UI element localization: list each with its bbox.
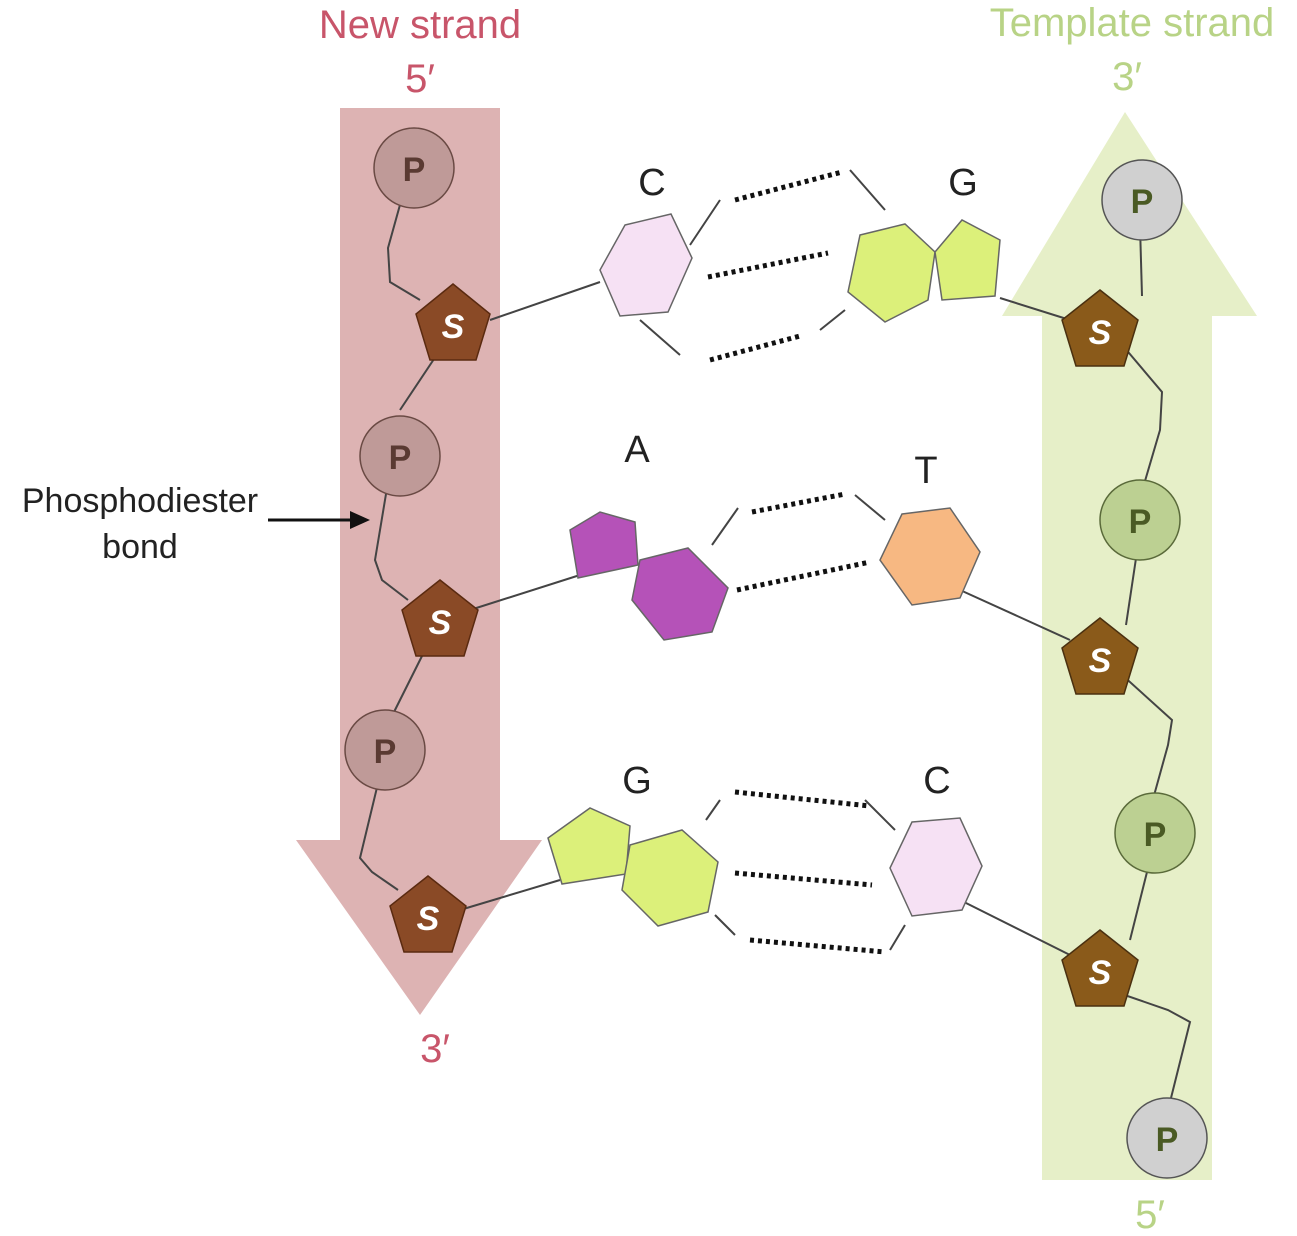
guanine-base-ring bbox=[547, 807, 631, 885]
template-sugar-3: S bbox=[1061, 929, 1139, 1007]
new-sugar-1: S bbox=[415, 283, 491, 361]
new-strand-backbone bbox=[358, 175, 441, 891]
hydrogen-bond bbox=[707, 250, 829, 280]
hydrogen-bonds bbox=[707, 169, 886, 955]
template-phosphate-2: P bbox=[1099, 479, 1181, 561]
template-phosphate-1: P bbox=[1101, 159, 1183, 241]
hydrogen-bond bbox=[736, 559, 871, 593]
phosphate-circle bbox=[373, 127, 455, 209]
pair1-left-base-label: C bbox=[638, 162, 665, 204]
new-strand-arrow bbox=[296, 108, 542, 1015]
phosphate-letter: P bbox=[1144, 816, 1167, 854]
sugar-letter: S bbox=[1089, 954, 1112, 992]
pair3-right-base-label: C bbox=[923, 760, 950, 802]
new-sugar-3: S bbox=[389, 875, 467, 953]
new-strand-title: New strand bbox=[319, 3, 521, 47]
phosphate-circle bbox=[344, 709, 426, 791]
glycosidic-bonds bbox=[459, 169, 1071, 956]
sugar-pentagon bbox=[1061, 929, 1139, 1007]
hydrogen-bond bbox=[709, 333, 801, 363]
phosphodiester-label-line2: bond bbox=[102, 528, 178, 566]
adenine-base bbox=[631, 547, 729, 641]
new-strand-5prime: 5′ bbox=[405, 57, 435, 101]
sugar-letter: S bbox=[417, 900, 440, 938]
guanine-base-ring bbox=[934, 219, 1001, 301]
phosphate-circle bbox=[1099, 479, 1181, 561]
sugar-pentagon bbox=[389, 875, 467, 953]
cytosine-base bbox=[599, 213, 693, 317]
guanine-base bbox=[847, 223, 936, 323]
sugar-letter: S bbox=[1089, 642, 1112, 680]
new-phosphate-3: P bbox=[344, 709, 426, 791]
sugar-pentagon bbox=[401, 579, 479, 657]
phosphate-letter: P bbox=[389, 439, 412, 477]
phosphate-circle bbox=[1101, 159, 1183, 241]
phosphate-letter: P bbox=[403, 151, 426, 189]
hydrogen-bond bbox=[749, 937, 886, 955]
adenine-base-ring bbox=[569, 511, 639, 579]
template-strand-3prime: 3′ bbox=[1112, 55, 1142, 99]
phosphate-letter: P bbox=[374, 733, 397, 771]
cytosine-base bbox=[889, 817, 983, 917]
pair2-right-base-label: T bbox=[914, 450, 937, 492]
phosphate-letter: P bbox=[1131, 183, 1154, 221]
template-phosphate-4: P bbox=[1126, 1097, 1208, 1179]
guanine-base bbox=[621, 829, 719, 927]
phosphate-circle bbox=[1126, 1097, 1208, 1179]
new-strand-3prime: 3′ bbox=[420, 1027, 450, 1071]
template-sugar-1: S bbox=[1061, 289, 1139, 367]
pair3-left-base-label: G bbox=[622, 760, 652, 802]
new-phosphate-1: P bbox=[373, 127, 455, 209]
phosphate-circle bbox=[359, 415, 441, 497]
new-phosphate-2: P bbox=[359, 415, 441, 497]
template-strand-title: Template strand bbox=[990, 1, 1275, 45]
phosphate-letter: P bbox=[1156, 1121, 1179, 1159]
template-strand-5prime: 5′ bbox=[1135, 1193, 1165, 1236]
hydrogen-bond bbox=[734, 870, 873, 888]
hydrogen-bond bbox=[734, 169, 843, 203]
template-phosphate-3: P bbox=[1114, 792, 1196, 874]
sugar-pentagon bbox=[415, 283, 491, 361]
sugar-pentagon bbox=[1061, 617, 1139, 695]
new-sugar-2: S bbox=[401, 579, 479, 657]
phosphate-letter: P bbox=[1129, 503, 1152, 541]
phosphodiester-label: Phosphodiester bbox=[22, 482, 258, 520]
hydrogen-bond bbox=[734, 789, 871, 809]
sugar-letter: S bbox=[429, 604, 452, 642]
phosphate-circle bbox=[1114, 792, 1196, 874]
sugar-letter: S bbox=[442, 308, 465, 346]
callout-arrow bbox=[268, 511, 370, 529]
sugar-pentagon bbox=[1061, 289, 1139, 367]
thymine-base bbox=[879, 507, 981, 606]
pair2-left-base-label: A bbox=[624, 429, 650, 471]
pair1-right-base-label: G bbox=[948, 162, 978, 204]
hydrogen-bond bbox=[751, 491, 846, 515]
template-sugar-2: S bbox=[1061, 617, 1139, 695]
sugar-letter: S bbox=[1089, 314, 1112, 352]
